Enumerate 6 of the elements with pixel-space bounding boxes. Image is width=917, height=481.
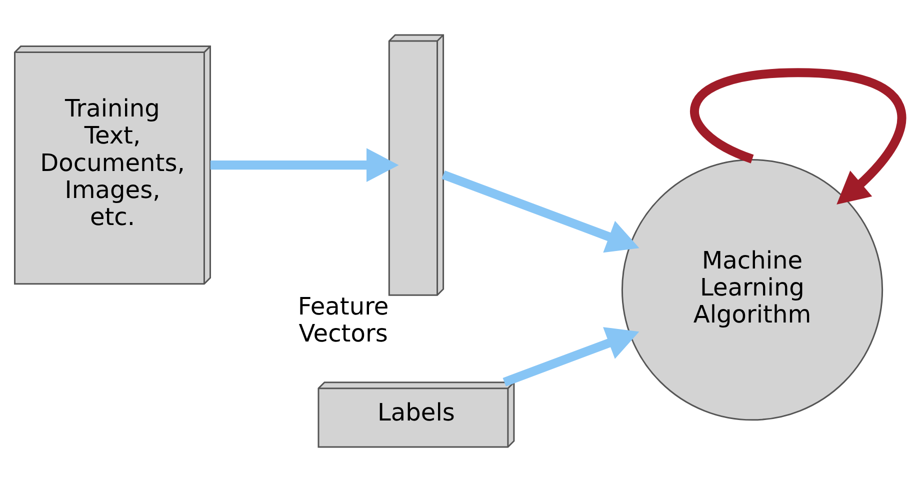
node-circle: Machine Learning Algorithm — [621, 158, 884, 420]
arrow — [442, 170, 640, 252]
node-label: Feature Vectors — [298, 292, 389, 347]
arrow — [502, 326, 640, 386]
arrow — [690, 68, 906, 204]
arrow — [210, 148, 399, 182]
